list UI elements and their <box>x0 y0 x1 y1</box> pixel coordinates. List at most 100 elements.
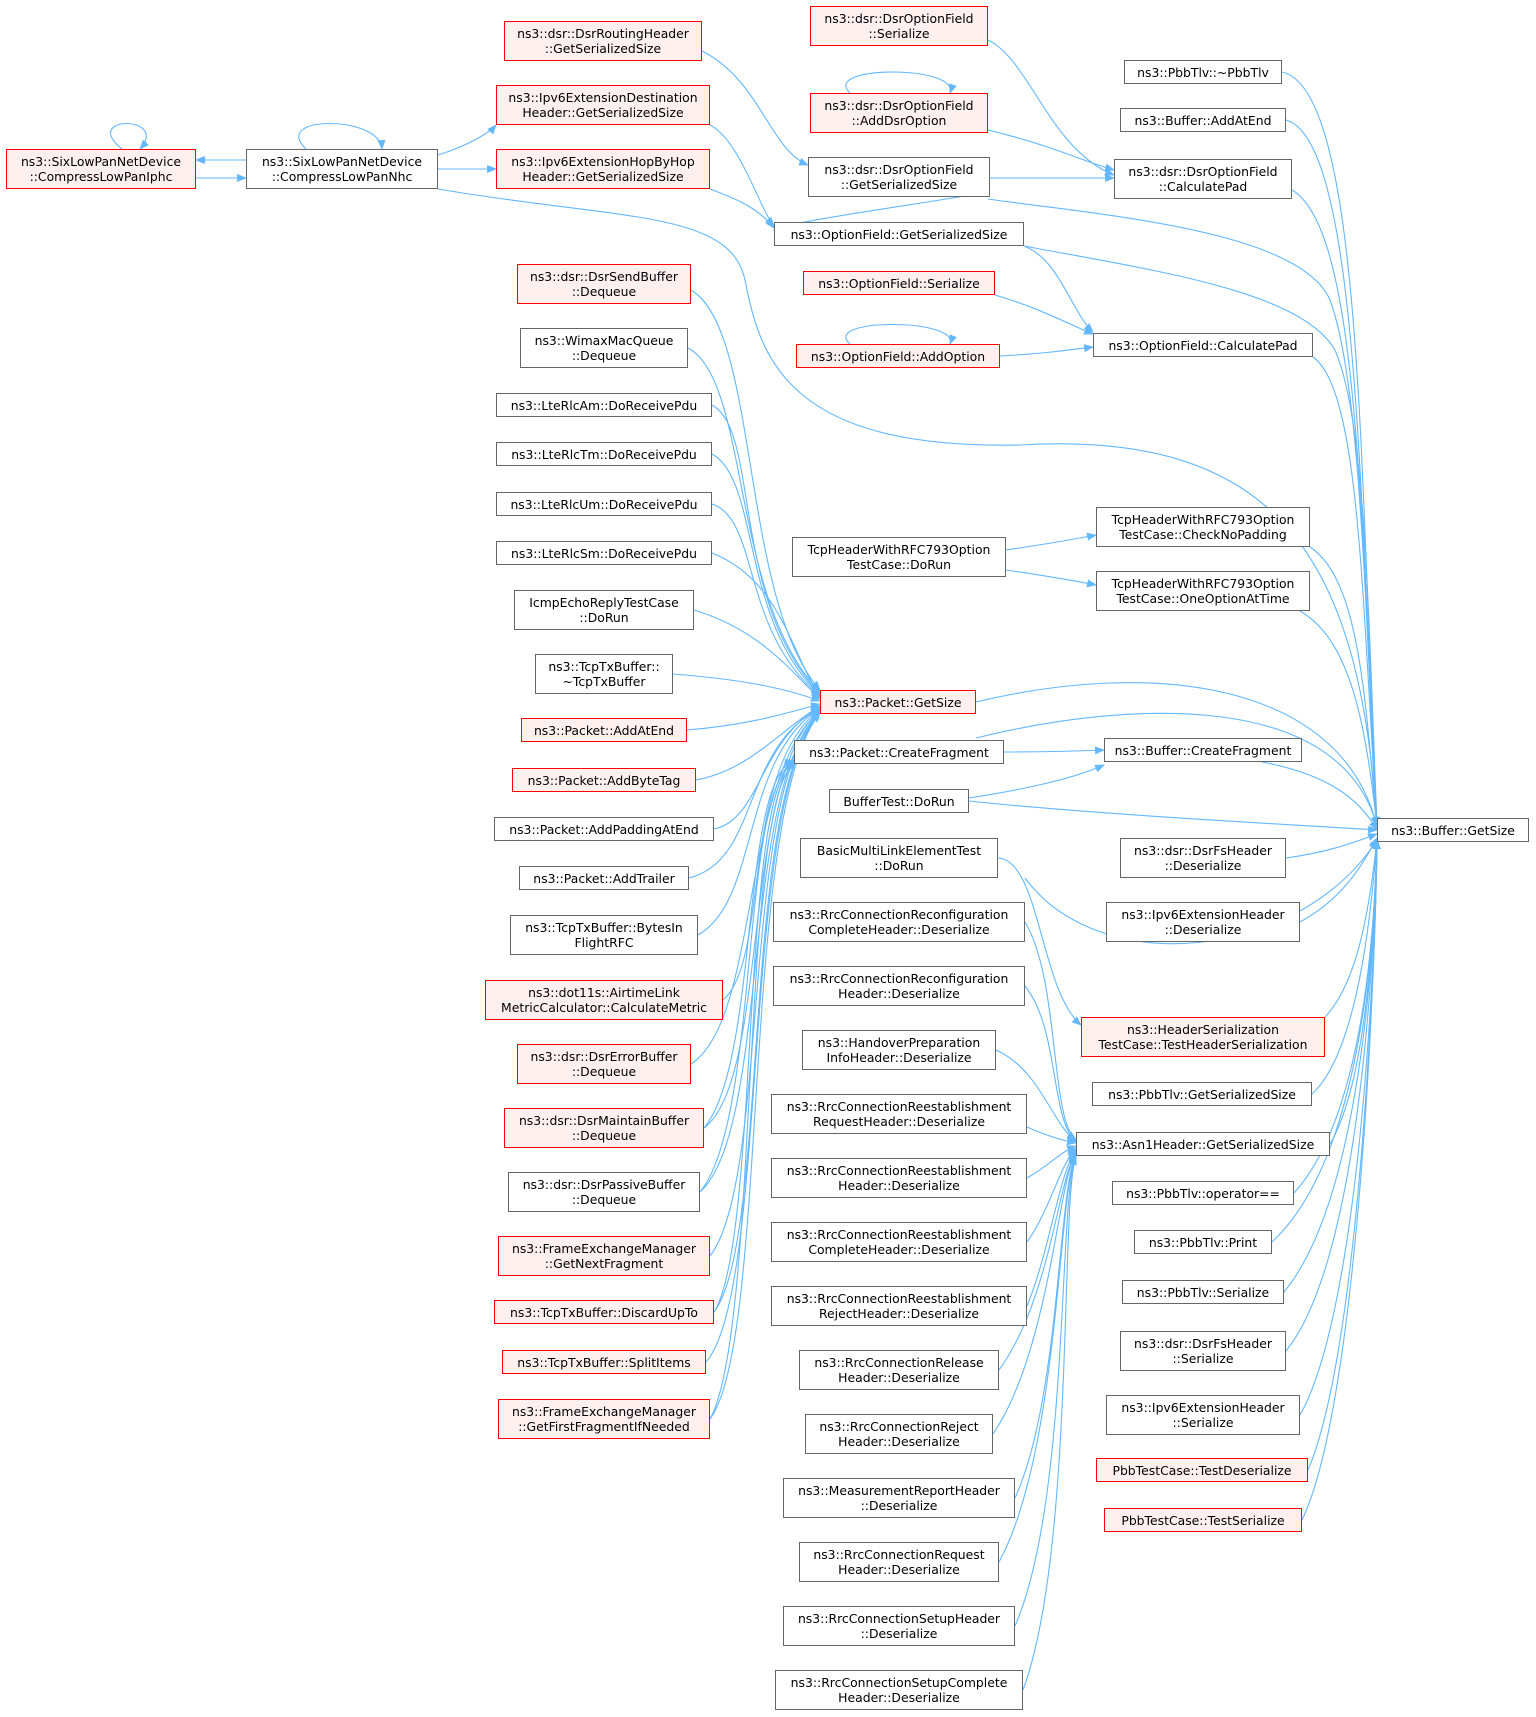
node-icmp-dorun[interactable]: IcmpEchoReplyTestCase::DoRun <box>514 590 694 630</box>
node-pbb-testser[interactable]: PbbTestCase::TestSerialize <box>1104 1508 1302 1532</box>
node-buf-addatend[interactable]: ns3::Buffer::AddAtEnd <box>1120 108 1286 132</box>
node-label-line: IcmpEchoReplyTestCase <box>529 595 679 610</box>
node-label-line: ns3::WimaxMacQueue <box>534 333 674 348</box>
call-edge <box>1024 921 1077 1141</box>
call-edge <box>1014 1154 1077 1627</box>
node-dsr-calcpad[interactable]: ns3::dsr::DsrOptionField::CalculatePad <box>1114 159 1292 199</box>
node-label-line: Header::Deserialize <box>838 1434 960 1449</box>
node-fem-nextfrag[interactable]: ns3::FrameExchangeManager::GetNextFragme… <box>498 1236 710 1276</box>
node-ipv6ext-ser[interactable]: ns3::Ipv6ExtensionHeader::Serialize <box>1106 1395 1300 1435</box>
node-dsrsend-deq[interactable]: ns3::dsr::DsrSendBuffer::Dequeue <box>517 264 691 304</box>
node-tcptx-dtor[interactable]: ns3::TcpTxBuffer::~TcpTxBuffer <box>535 654 673 694</box>
node-buf-createfrag[interactable]: ns3::Buffer::CreateFragment <box>1104 738 1302 762</box>
node-dsrerr-deq[interactable]: ns3::dsr::DsrErrorBuffer::Dequeue <box>517 1044 691 1084</box>
node-label-line: ::CompressLowPanNhc <box>271 169 413 184</box>
node-sixlow-nhc[interactable]: ns3::SixLowPanNetDevice::CompressLowPanN… <box>246 149 438 189</box>
node-dsr-of-adddsr[interactable]: ns3::dsr::DsrOptionField::AddDsrOption <box>810 93 988 133</box>
node-label-line: ns3::Ipv6ExtensionDestination <box>508 90 698 105</box>
node-rlcsm[interactable]: ns3::LteRlcSm::DoReceivePdu <box>496 541 712 565</box>
node-pkt-createfrag[interactable]: ns3::Packet::CreateFragment <box>794 740 1004 764</box>
node-rlcam[interactable]: ns3::LteRlcAm::DoReceivePdu <box>496 393 712 417</box>
node-dsrfs-deser[interactable]: ns3::dsr::DsrFsHeader::Deserialize <box>1120 838 1286 878</box>
node-label-line: ::CalculatePad <box>1158 179 1248 194</box>
node-dsrfs-ser[interactable]: ns3::dsr::DsrFsHeader::Serialize <box>1120 1331 1286 1371</box>
node-wimax-deq[interactable]: ns3::WimaxMacQueue::Dequeue <box>520 328 688 368</box>
node-pbb-dtor[interactable]: ns3::PbbTlv::~PbbTlv <box>1124 60 1282 84</box>
node-label-line: ::CompressLowPanIphc <box>29 169 173 184</box>
node-tcptx-discard[interactable]: ns3::TcpTxBuffer::DiscardUpTo <box>494 1300 714 1324</box>
call-edge <box>1311 839 1381 1095</box>
node-of-ser[interactable]: ns3::OptionField::Serialize <box>803 271 995 295</box>
node-rrc-setup[interactable]: ns3::RrcConnectionSetupHeader::Deseriali… <box>783 1606 1015 1646</box>
node-label-line: ns3::RrcConnectionRequest <box>813 1547 985 1562</box>
node-label-line: TcpHeaderWithRFC793Option <box>807 542 991 557</box>
node-fem-firstfrag[interactable]: ns3::FrameExchangeManager::GetFirstFragm… <box>498 1399 710 1439</box>
node-of-getser[interactable]: ns3::OptionField::GetSerializedSize <box>774 222 1024 246</box>
node-label-line: ::Dequeue <box>571 348 637 363</box>
node-label-line: ns3::dsr::DsrPassiveBuffer <box>522 1177 686 1192</box>
call-edge <box>437 124 497 156</box>
node-of-addopt[interactable]: ns3::OptionField::AddOption <box>796 344 1000 368</box>
node-label-line: ns3::PbbTlv::operator== <box>1126 1185 1280 1201</box>
node-buftest-dorun[interactable]: BufferTest::DoRun <box>829 789 969 813</box>
node-dsrmaint-deq[interactable]: ns3::dsr::DsrMaintainBuffer::Dequeue <box>504 1108 704 1148</box>
node-rlctm[interactable]: ns3::LteRlcTm::DoReceivePdu <box>496 442 712 466</box>
node-pkt-addpad[interactable]: ns3::Packet::AddPaddingAtEnd <box>494 817 714 841</box>
node-pkt-addbytetag[interactable]: ns3::Packet::AddByteTag <box>512 768 696 792</box>
node-pbb-print[interactable]: ns3::PbbTlv::Print <box>1134 1230 1272 1254</box>
node-label-line: FlightRFC <box>574 935 634 950</box>
node-pbb-testdeser[interactable]: PbbTestCase::TestDeserialize <box>1096 1458 1308 1482</box>
node-dsrrouting-getser[interactable]: ns3::dsr::DsrRoutingHeader::GetSerialize… <box>504 21 702 61</box>
node-label-line: ::Dequeue <box>571 1192 637 1207</box>
node-dsr-of-getser[interactable]: ns3::dsr::DsrOptionField::GetSerializedS… <box>808 157 990 197</box>
node-basicmle-dorun[interactable]: BasicMultiLinkElementTest::DoRun <box>800 838 998 878</box>
node-pbb-getser[interactable]: ns3::PbbTlv::GetSerializedSize <box>1092 1082 1312 1106</box>
node-label-line: ns3::SixLowPanNetDevice <box>20 154 182 169</box>
node-label-line: TestCase::OneOptionAtTime <box>1116 591 1290 606</box>
node-sixlow-iphc[interactable]: ns3::SixLowPanNetDevice::CompressLowPanI… <box>6 149 196 189</box>
node-dsrpass-deq[interactable]: ns3::dsr::DsrPassiveBuffer::Dequeue <box>508 1172 700 1212</box>
node-asn1-getser[interactable]: ns3::Asn1Header::GetSerializedSize <box>1076 1132 1330 1156</box>
node-getsize[interactable]: ns3::Buffer::GetSize <box>1377 818 1529 842</box>
node-label-line: ::Deserialize <box>860 1498 938 1513</box>
node-rlcum[interactable]: ns3::LteRlcUm::DoReceivePdu <box>496 492 712 516</box>
node-pbb-opeq[interactable]: ns3::PbbTlv::operator== <box>1112 1181 1294 1205</box>
node-pkt-addtrailer[interactable]: ns3::Packet::AddTrailer <box>519 866 689 890</box>
call-edge <box>994 294 1094 335</box>
node-label-line: ns3::Ipv6ExtensionHeader <box>1121 907 1285 922</box>
node-label-line: ns3::RrcConnectionReestablishment <box>786 1099 1012 1114</box>
node-label-line: ns3::dsr::DsrFsHeader <box>1134 843 1272 858</box>
call-edge <box>987 198 1381 827</box>
node-ipv6ext-deser[interactable]: ns3::Ipv6ExtensionHeader::Deserialize <box>1106 902 1300 942</box>
node-label-line: ns3::Ipv6ExtensionHeader <box>1121 1400 1285 1415</box>
node-pbb-ser[interactable]: ns3::PbbTlv::Serialize <box>1122 1280 1284 1304</box>
node-dsr-of-ser[interactable]: ns3::dsr::DsrOptionField::Serialize <box>810 6 988 46</box>
node-pkt-addatend[interactable]: ns3::Packet::AddAtEnd <box>521 718 687 742</box>
node-pkt-getsize[interactable]: ns3::Packet::GetSize <box>820 690 976 714</box>
node-label-line: ns3::RrcConnectionRelease <box>814 1355 984 1370</box>
node-measrep[interactable]: ns3::MeasurementReportHeader::Deserializ… <box>783 1478 1015 1518</box>
node-of-calcpad[interactable]: ns3::OptionField::CalculatePad <box>1093 333 1313 357</box>
node-tcptx-split[interactable]: ns3::TcpTxBuffer::SplitItems <box>502 1350 706 1374</box>
call-edge <box>1285 833 1378 859</box>
